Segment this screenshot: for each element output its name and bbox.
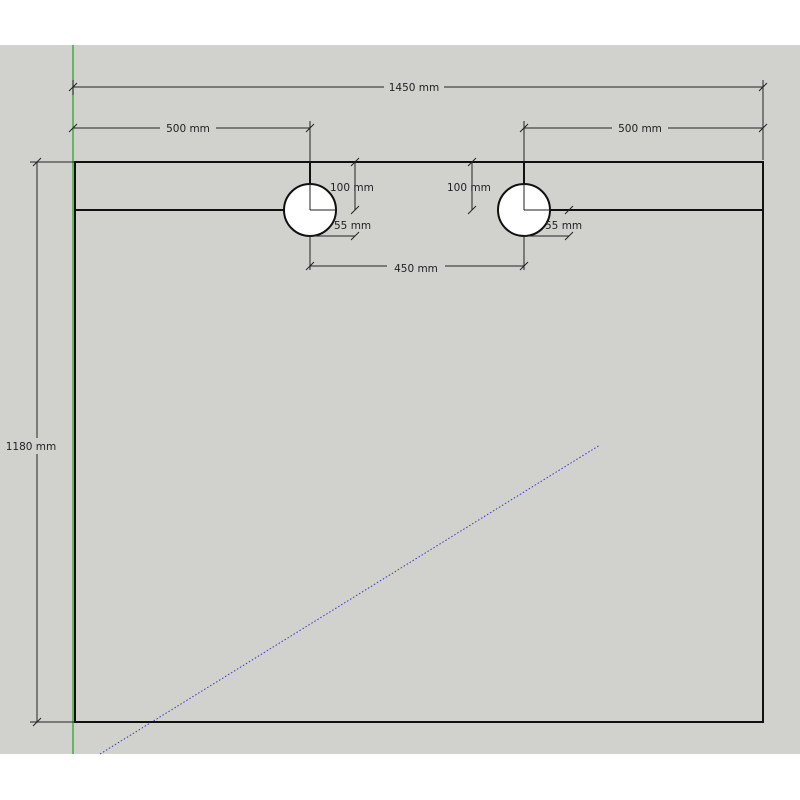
dim-overall-height[interactable]: 1180 mm	[2, 157, 75, 727]
dim-label-right-offset: 500 mm	[618, 123, 662, 135]
dim-label-left-offset: 500 mm	[166, 123, 210, 135]
dim-label-left-hole-radius: 55 mm	[334, 220, 371, 232]
dim-overall-width[interactable]: 1450 mm	[68, 79, 768, 160]
blue-axis-line	[99, 444, 601, 755]
dim-right-offset[interactable]: 500 mm	[519, 120, 768, 162]
dim-right-hole-depth[interactable]: 100 mm	[447, 157, 491, 215]
dim-label-right-hole-depth: 100 mm	[447, 182, 491, 194]
dim-label-left-hole-depth: 100 mm	[330, 182, 374, 194]
drawing-viewport[interactable]	[0, 45, 800, 754]
slab-outline[interactable]	[74, 161, 764, 723]
dim-left-offset[interactable]: 500 mm	[68, 120, 315, 162]
dim-label-right-hole-radius: 55 mm	[545, 220, 582, 232]
dim-left-hole-radius[interactable]: 55 mm	[310, 220, 371, 241]
dim-label-overall-width: 1450 mm	[389, 82, 440, 94]
dim-label-overall-height: 1180 mm	[6, 441, 57, 453]
dim-right-hole-radius[interactable]: 55 mm	[524, 205, 582, 241]
dim-label-hole-spacing: 450 mm	[394, 263, 438, 275]
dim-left-hole-depth[interactable]: 100 mm	[330, 157, 374, 215]
dim-hole-spacing[interactable]: 450 mm	[305, 236, 529, 275]
